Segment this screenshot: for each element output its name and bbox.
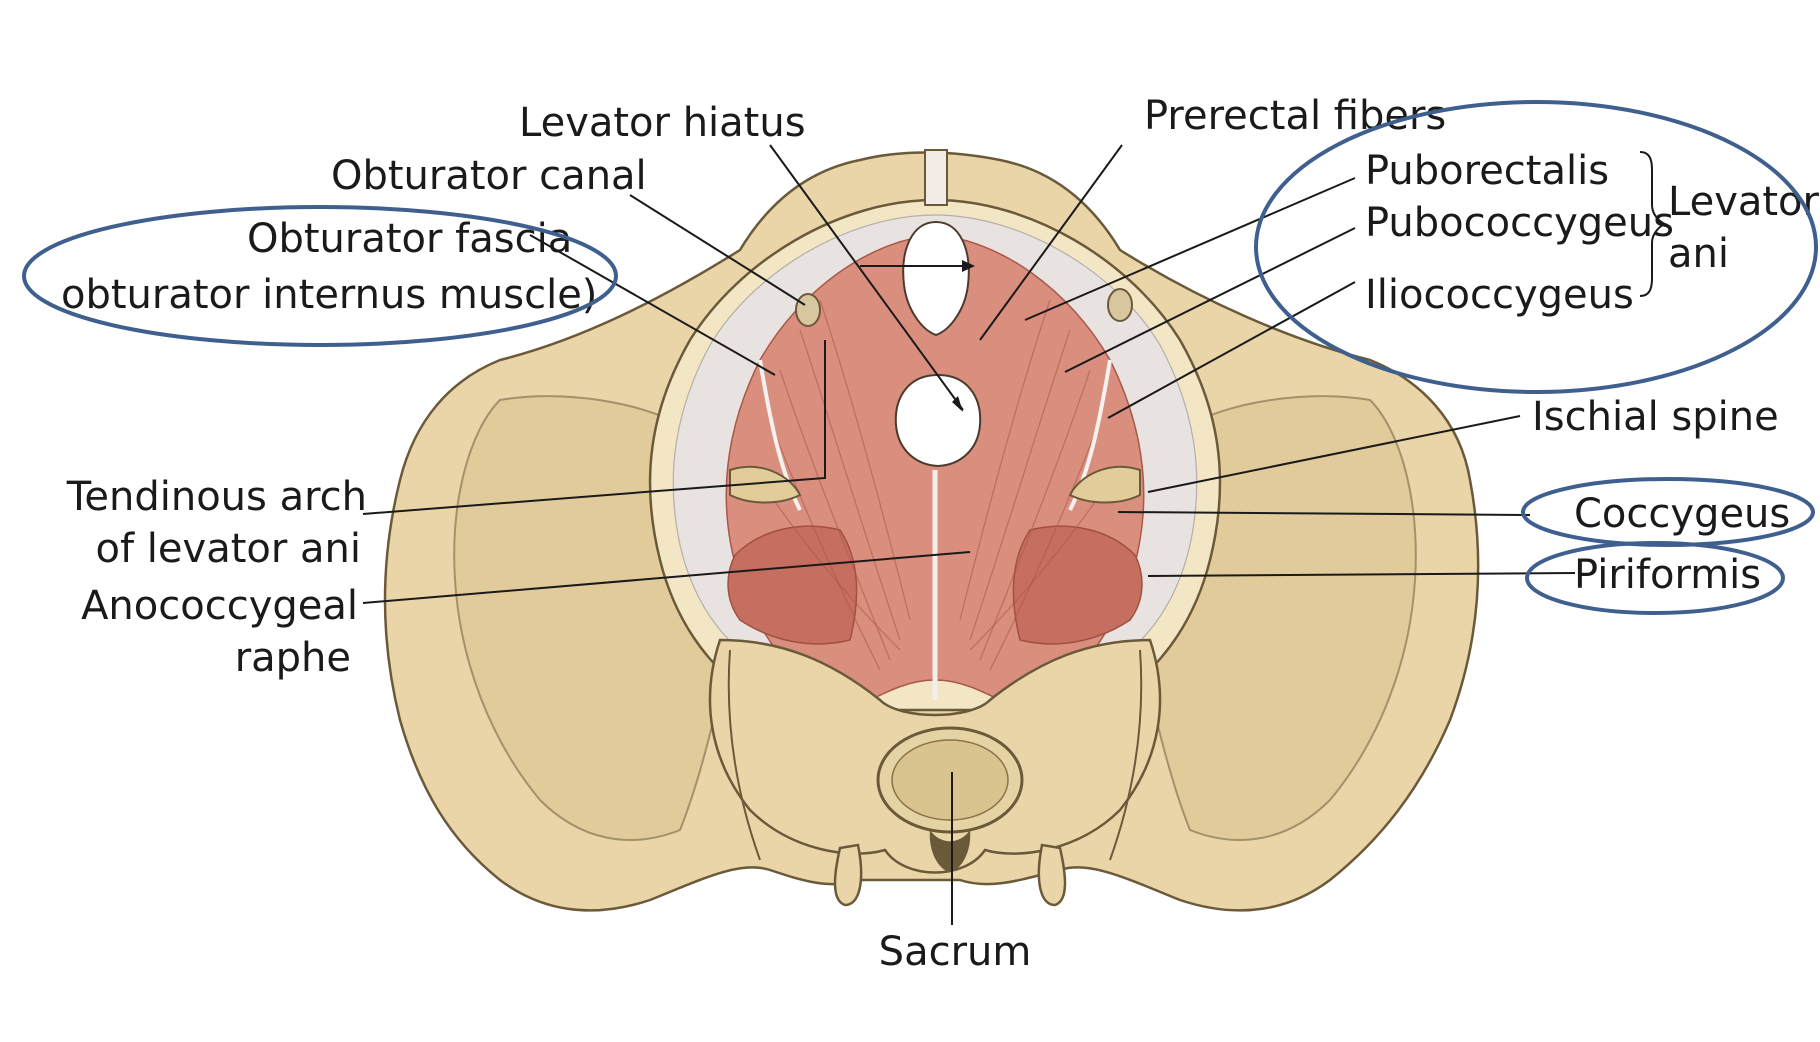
pelvis-illustration [383,149,1480,912]
label-piriformis: Piriformis [1574,552,1761,598]
label-iliococcygeus: Iliococcygeus [1365,272,1634,318]
ischial-spine-left [729,465,802,504]
sacral-canal [929,830,971,872]
rectal-hole [894,373,982,468]
obturator-canal-left [795,293,821,327]
label-anococcygeal-line2: raphe [235,635,351,681]
labels: Levator hiatus Obturator canal Obturator… [61,93,1820,975]
urogenital-hole [902,220,970,337]
label-puborectalis: Puborectalis [1365,148,1609,194]
highlight-obturator-fascia [22,205,618,347]
label-levator-ani-line2: ani [1668,231,1729,277]
obturator-canal-right [1107,288,1133,322]
levator-ani-bracket [1639,151,1668,297]
highlight-ellipses [22,100,1818,615]
sacral-process-left [833,843,863,907]
ischial-spine-right [1068,465,1141,504]
sacral-promontory-inner [891,739,1009,821]
label-sacrum: Sacrum [879,929,1032,975]
highlight-piriformis [1525,541,1785,615]
label-tendinous-arch-line2: of levator ani [96,526,361,572]
label-pubococcygeus: Pubococcygeus [1365,200,1674,246]
sacroiliac-joint-right [1109,649,1143,861]
sacral-process-right [1037,843,1067,907]
label-levator-hiatus: Levator hiatus [519,100,806,146]
label-obturator-fascia-line2: obturator internus muscle) [61,272,597,318]
label-coccygeus: Coccygeus [1574,491,1790,537]
highlight-levator-ani [1254,100,1818,394]
label-obturator-canal: Obturator canal [331,153,647,199]
label-prerectal-fibers: Prerectal fibers [1144,93,1446,139]
label-tendinous-arch-line1: Tendinous arch [66,474,367,520]
leader-lines [362,144,1576,925]
label-ischial-spine: Ischial spine [1532,394,1779,440]
piriformis-right [1012,525,1143,645]
pubic-symphysis [924,149,948,206]
label-obturator-fascia-line1: Obturator fascia [247,216,572,262]
label-anococcygeal-line1: Anococcygeal [81,583,358,629]
sacroiliac-joint-left [727,649,761,861]
label-levator-ani-line1: Levator [1668,179,1820,225]
piriformis-left [727,525,858,645]
